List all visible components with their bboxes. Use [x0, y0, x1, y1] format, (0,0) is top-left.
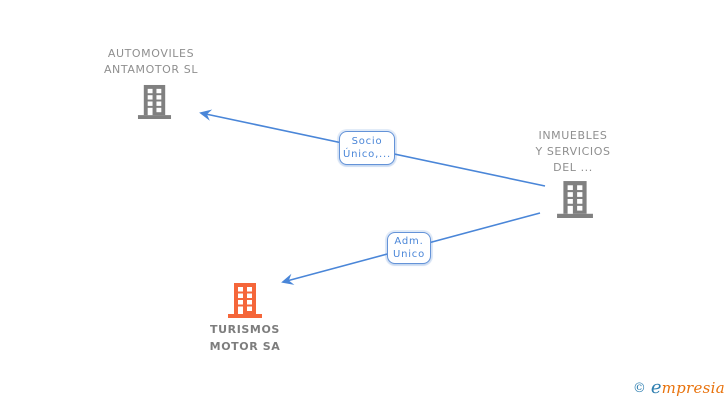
- company-name-line: ANTAMOTOR SL: [103, 63, 199, 76]
- building-icon-automoviles[interactable]: [137, 84, 172, 119]
- relationship-label-line: Unico: [392, 249, 426, 260]
- brand-logo-letter: e: [650, 377, 662, 398]
- building-icon-inmuebles[interactable]: [556, 180, 594, 218]
- company-name-line: AUTOMOVILES: [107, 47, 195, 60]
- company-name-line: INMUEBLES: [538, 129, 608, 142]
- company-name-inmuebles: INMUEBLES Y SERVICIOS DEL ...: [473, 128, 673, 176]
- relationship-label-line: Socio: [351, 136, 383, 147]
- relationship-label-socio-unico[interactable]: Socio Único,...: [339, 131, 395, 165]
- company-name-automoviles: AUTOMOVILES ANTAMOTOR SL: [51, 46, 251, 78]
- relationship-label-line: Adm.: [394, 236, 424, 247]
- relationship-label-line: Único,...: [343, 149, 391, 160]
- relationship-label-adm-unico[interactable]: Adm. Unico: [387, 232, 431, 264]
- copyright-icon: ©: [632, 381, 646, 396]
- brand-logo-text: mpresia: [661, 379, 725, 397]
- building-icon-turismos[interactable]: [227, 282, 263, 318]
- company-name-line: DEL ...: [553, 161, 593, 174]
- company-name-turismos: TURISMOS MOTOR SA: [145, 321, 345, 355]
- company-name-line: TURISMOS: [210, 323, 280, 336]
- empresia-logo[interactable]: © empresia: [633, 377, 725, 398]
- company-name-line: Y SERVICIOS: [535, 145, 611, 158]
- company-name-line: MOTOR SA: [209, 340, 281, 353]
